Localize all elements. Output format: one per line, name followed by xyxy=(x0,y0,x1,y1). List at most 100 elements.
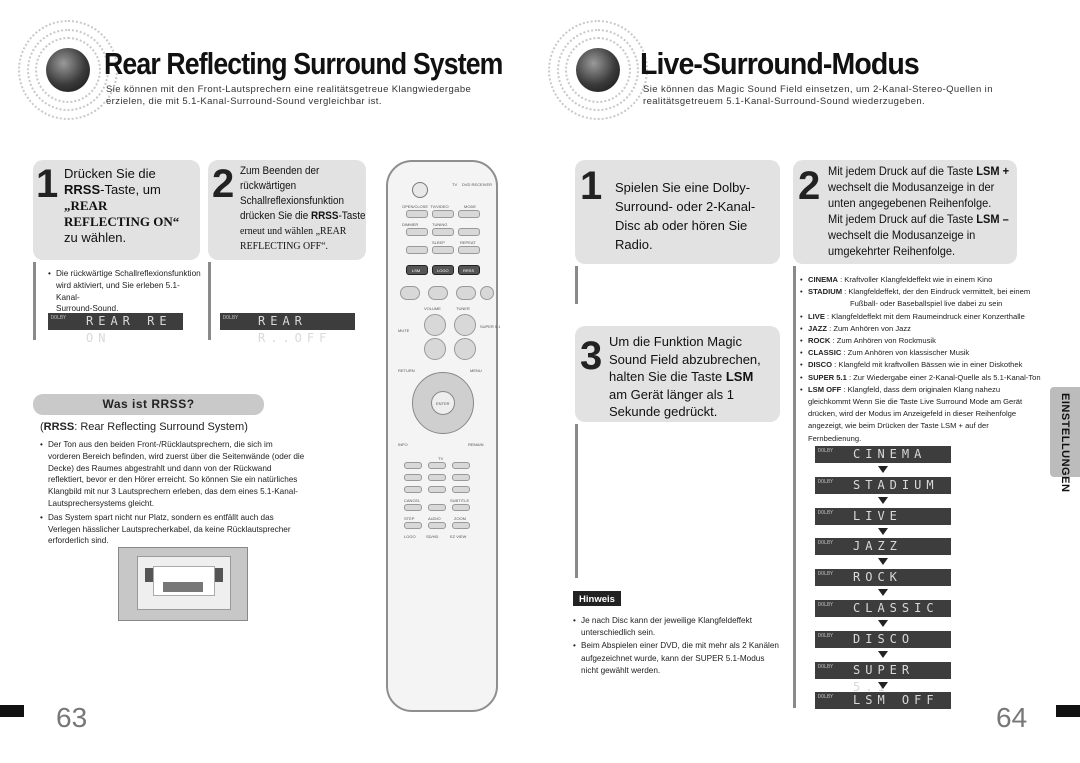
intro-right-2: realitätsgetreuem 5.1-Kanal-Surround-Sou… xyxy=(643,96,926,107)
down-arrow-icon xyxy=(878,620,888,627)
step3-number-right: 3 xyxy=(580,334,603,378)
rrss-on-note: Die rückwärtige Schallreflexionsfunktion… xyxy=(48,268,203,315)
mode-item: STADIUM : Klangfeldeffekt, der den Eindr… xyxy=(800,286,1052,298)
step1-box-left xyxy=(33,160,200,260)
remote-tuner-down xyxy=(454,338,476,360)
step2-box-right xyxy=(793,160,1017,264)
remote-row1-btn3 xyxy=(458,210,480,218)
remote-row2-btn2 xyxy=(432,228,454,236)
remote-grid-5 xyxy=(428,474,446,481)
remote-grid-6 xyxy=(452,474,470,481)
room-illustration xyxy=(118,547,248,621)
was-ist-rrss-heading: Was ist RRSS? xyxy=(102,397,195,411)
mode-item: CINEMA : Kraftvoller Klangfeldeffekt wie… xyxy=(800,274,1052,286)
power-icon xyxy=(412,182,428,198)
mode-item: ROCK : Zum Anhören von Rockmusik xyxy=(800,335,1052,347)
remote-grid-4 xyxy=(404,474,422,481)
remote-control: TV DVD RECEIVER OPEN/CLOSE TV/VIDEO MODE… xyxy=(386,160,500,712)
remote-logo-button xyxy=(432,265,454,275)
remote-rrss-button xyxy=(458,265,480,275)
page-marker-left xyxy=(0,705,24,717)
mode-item: SUPER 5.1 : Zur Wiedergabe einer 2-Kanal… xyxy=(800,372,1052,384)
remote-prev-button xyxy=(400,286,420,300)
mode-item-continued: gleichkommt Wenn Sie die Taste Live Surr… xyxy=(808,397,1023,443)
intro-left-1: Sie können mit den Front-Lautsprechern e… xyxy=(106,84,472,95)
mode-item: LIVE : Klangfeldeffekt mit dem Raumeindr… xyxy=(800,311,1052,323)
down-arrow-icon xyxy=(878,650,888,658)
speaker-graphic-left xyxy=(18,20,118,120)
remote-play-button xyxy=(456,286,476,300)
step1-line-right xyxy=(575,266,578,304)
step1-box-right xyxy=(575,160,780,264)
down-arrow-icon xyxy=(878,681,888,689)
remote-grid-13 xyxy=(404,522,422,529)
speaker-graphic-right xyxy=(548,20,648,120)
rrss-explanation: Der Ton aus den beiden Front-/Rücklautsp… xyxy=(40,439,330,547)
mode-list: CINEMA : Kraftvoller Klangfeldeffekt wie… xyxy=(800,274,1052,445)
remote-grid-8 xyxy=(428,486,446,493)
down-arrow-icon xyxy=(878,527,888,535)
page-number-right: 64 xyxy=(996,702,1028,733)
remote-grid-11 xyxy=(428,504,446,511)
intro-left-2: erzielen, die mit 5.1-Kanal-Surround-Sou… xyxy=(106,96,382,107)
mode-item: DISCO : Klangfeld mit kraftvollen Bässen… xyxy=(800,359,1052,371)
remote-grid-14 xyxy=(428,522,446,529)
remote-row2-btn3 xyxy=(458,228,480,236)
remote-grid-7 xyxy=(404,486,422,493)
page-number-left: 63 xyxy=(56,702,88,733)
step3-line-right xyxy=(575,424,578,578)
down-arrow-icon xyxy=(878,466,888,473)
remote-grid-9 xyxy=(452,486,470,493)
remote-row3-btn3 xyxy=(458,246,480,254)
remote-row2-btn1 xyxy=(406,228,428,236)
page-title-left: Rear Reflecting Surround System xyxy=(104,46,503,81)
hinweis-label: Hinweis xyxy=(573,591,621,606)
down-arrow-icon xyxy=(878,558,888,566)
mode-item: LSM OFF : Klangfeld, dass dem originalen… xyxy=(800,384,1052,396)
remote-row3-btn1 xyxy=(406,246,428,254)
remote-grid-12 xyxy=(452,504,470,511)
section-tab-einstellungen: EINSTELLUNGEN xyxy=(1050,387,1080,492)
step1-text-right: Spielen Sie eine Dolby- Surround- oder 2… xyxy=(615,180,756,252)
step3-text-right: Um die Funktion Magic Sound Field abzubr… xyxy=(609,334,761,419)
step2-line-left xyxy=(208,262,211,340)
remote-row1-btn1 xyxy=(406,210,428,218)
page-title-right: Live-Surround-Modus xyxy=(640,46,920,81)
remote-volume-down xyxy=(424,338,446,360)
step2-number-right: 2 xyxy=(798,164,821,208)
down-arrow-icon xyxy=(878,496,888,504)
mode-item: CLASSIC : Zum Anhören von klassischer Mu… xyxy=(800,347,1052,359)
remote-grid-15 xyxy=(452,522,470,529)
remote-enter-button xyxy=(431,391,455,415)
mode-item: JAZZ : Zum Anhören von Jazz xyxy=(800,323,1052,335)
remote-next-button xyxy=(480,286,494,300)
step2-text-right: Mit jedem Druck auf die Taste LSM + wech… xyxy=(828,164,1010,258)
remote-tuner-up xyxy=(454,314,476,336)
intro-right-1: Sie können das Magic Sound Field einsetz… xyxy=(643,84,993,95)
remote-grid-10 xyxy=(404,504,422,511)
remote-grid-1 xyxy=(404,462,422,469)
remote-row1-btn2 xyxy=(432,210,454,218)
remote-grid-3 xyxy=(452,462,470,469)
was-ist-rrss-banner xyxy=(33,394,264,415)
step3-box-right xyxy=(575,326,780,422)
step2-line-right xyxy=(793,266,796,708)
step2-box-left xyxy=(208,160,366,260)
down-arrow-icon xyxy=(878,589,888,597)
mode-item: Fußball- oder Baseballspiel live dabei z… xyxy=(850,299,1003,309)
step1-line-left xyxy=(33,262,36,340)
remote-stop-button xyxy=(428,286,448,300)
remote-dpad xyxy=(412,372,474,434)
remote-volume-up xyxy=(424,314,446,336)
rrss-definition: (RRSS: Rear Reflecting Surround System) xyxy=(40,421,248,433)
